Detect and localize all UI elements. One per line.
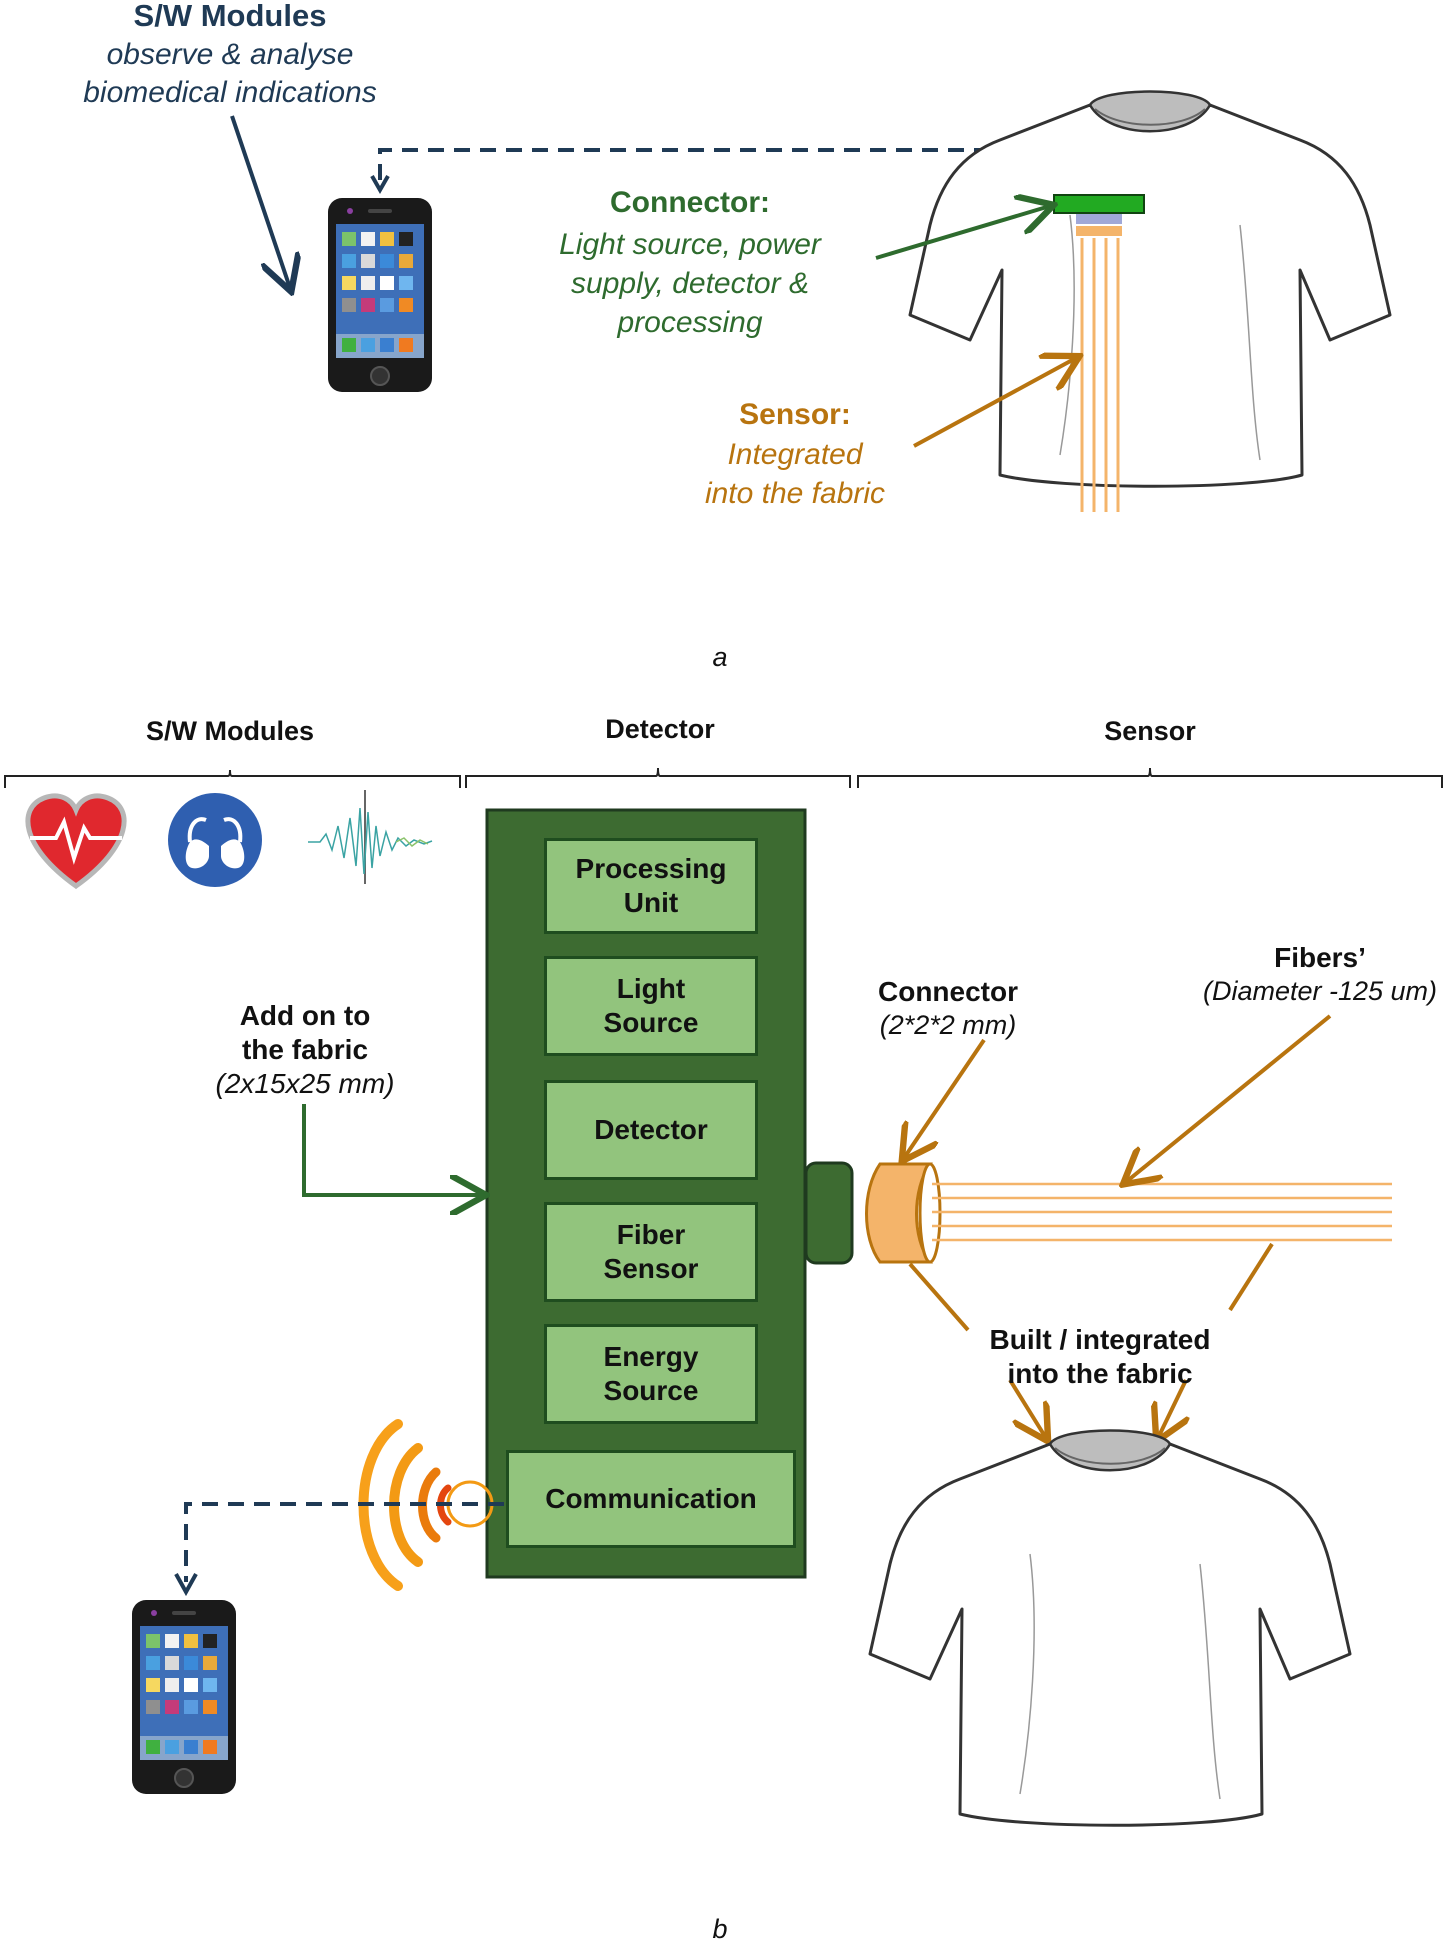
fiber-lines-a <box>1080 238 1120 512</box>
built-arrow-left <box>1008 1378 1046 1438</box>
heading-sensor: Sensor <box>1104 716 1196 746</box>
tshirt-icon <box>868 1429 1352 1827</box>
built-line1: Built / integrated <box>989 1324 1211 1355</box>
detector-housing <box>485 808 807 1579</box>
connector-label: Connector <box>878 976 1018 1007</box>
block-light-source: Light Source <box>544 956 758 1056</box>
built-line2: into the fabric <box>1007 1358 1193 1389</box>
sw-modules-line2-a: biomedical indications <box>83 76 377 109</box>
fibers-dims: (Diameter -125 um) <box>1202 976 1438 1006</box>
tshirt-icon <box>908 90 1392 488</box>
block-communication: Communication <box>506 1450 796 1548</box>
caption-b: b <box>712 1914 728 1944</box>
sensor-title-a: Sensor: <box>739 398 851 431</box>
block-processing-unit: Processing Unit <box>544 838 758 934</box>
addon-line1: Add on to <box>239 1000 371 1031</box>
connector-dims: (2*2*2 mm) <box>879 1010 1017 1040</box>
smartphone-icon <box>131 1599 237 1795</box>
addon-dims: (2x15x25 mm) <box>215 1068 395 1099</box>
addon-line2: the fabric <box>241 1034 369 1065</box>
brace-sw <box>4 769 461 788</box>
heart-pulse-icon <box>25 793 127 890</box>
connector-label-arrow <box>904 1038 986 1158</box>
sensor-line1-a: Integrated <box>727 438 863 471</box>
wireless-link-b <box>184 1502 504 1582</box>
sensor-line2-a: into the fabric <box>704 477 886 510</box>
heading-detector: Detector <box>605 714 715 744</box>
sound-wave-icon <box>308 790 433 884</box>
connector-line1-a: Light source, power <box>559 228 821 261</box>
addon-arrow <box>302 1104 482 1195</box>
brace-detector <box>465 767 851 788</box>
block-detector: Detector <box>544 1080 758 1180</box>
connector-line3-a: processing <box>617 306 763 339</box>
sw-modules-title-a: S/W Modules <box>133 0 327 33</box>
sw-modules-line1-a: observe & analyse <box>106 38 354 71</box>
lungs-icon <box>168 793 262 887</box>
sw-arrow-a <box>230 115 290 288</box>
built-arrow-right <box>1158 1379 1186 1438</box>
connector-block <box>1053 194 1145 214</box>
brace-sensor <box>857 767 1443 788</box>
fibers-label: Fibers’ <box>1274 942 1366 973</box>
sensor-arrow-a <box>913 358 1076 448</box>
fiber-lines-b <box>932 1182 1392 1242</box>
heading-sw-modules: S/W Modules <box>146 716 314 746</box>
block-energy-source: Energy Source <box>544 1324 758 1424</box>
caption-a: a <box>712 642 728 672</box>
block-fiber-sensor: Fiber Sensor <box>544 1202 758 1302</box>
connector-cylinder <box>865 1162 942 1264</box>
connector-stub <box>804 1161 854 1265</box>
fibers-label-arrow <box>1126 1014 1332 1182</box>
connector-title-a: Connector: <box>610 186 770 219</box>
connector-arrow-a <box>875 206 1050 260</box>
connector-line2-a: supply, detector & <box>571 267 809 300</box>
smartphone-icon <box>327 197 433 393</box>
